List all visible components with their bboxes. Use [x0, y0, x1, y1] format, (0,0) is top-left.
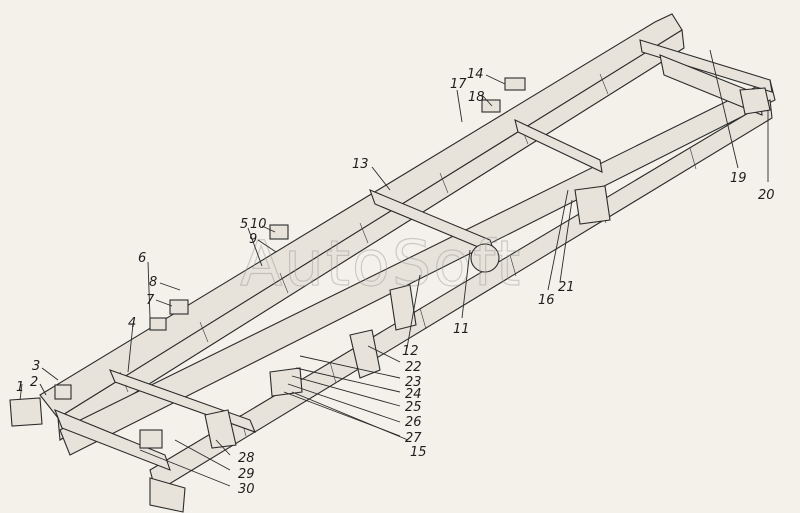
- callout-18: 18: [468, 90, 485, 105]
- callout-8: 8: [149, 275, 157, 290]
- callout-16: 16: [538, 293, 555, 308]
- callout-24: 24: [405, 387, 422, 402]
- callout-19: 19: [730, 171, 747, 186]
- callout-25: 25: [405, 400, 422, 415]
- right-side-rail: [59, 79, 776, 493]
- callout-5: 5: [240, 217, 248, 232]
- callout-27: 27: [405, 431, 422, 446]
- callout-11: 11: [453, 322, 470, 337]
- callout-21: 21: [558, 280, 575, 295]
- callout-7: 7: [146, 293, 155, 308]
- callout-6: 6: [138, 251, 146, 266]
- callout-labels: 1 2 3 4 5 6 7 8 9 10 11 12 13 14 15 16 1…: [16, 67, 775, 497]
- callout-29: 29: [238, 467, 255, 482]
- callout-4: 4: [128, 316, 136, 331]
- spring-brackets: [149, 77, 771, 449]
- callout-13: 13: [352, 157, 369, 172]
- callout-28: 28: [238, 451, 255, 466]
- watermark-text: AutoSoft: [240, 227, 522, 300]
- callout-2: 2: [30, 375, 38, 390]
- callout-23: 23: [405, 375, 422, 390]
- callout-22: 22: [405, 360, 422, 375]
- callout-15: 15: [410, 445, 427, 460]
- callout-26: 26: [405, 415, 422, 430]
- callout-9: 9: [249, 232, 257, 247]
- callout-14: 14: [467, 67, 484, 82]
- callout-3: 3: [32, 359, 40, 374]
- callout-1: 1: [16, 380, 24, 395]
- callout-10: 10: [250, 217, 267, 232]
- callout-20: 20: [758, 188, 775, 203]
- callout-17: 17: [450, 77, 467, 92]
- callout-12: 12: [402, 344, 419, 359]
- callout-30: 30: [238, 482, 255, 497]
- leader-lines: [19, 49, 769, 487]
- front-bumper: [9, 384, 186, 513]
